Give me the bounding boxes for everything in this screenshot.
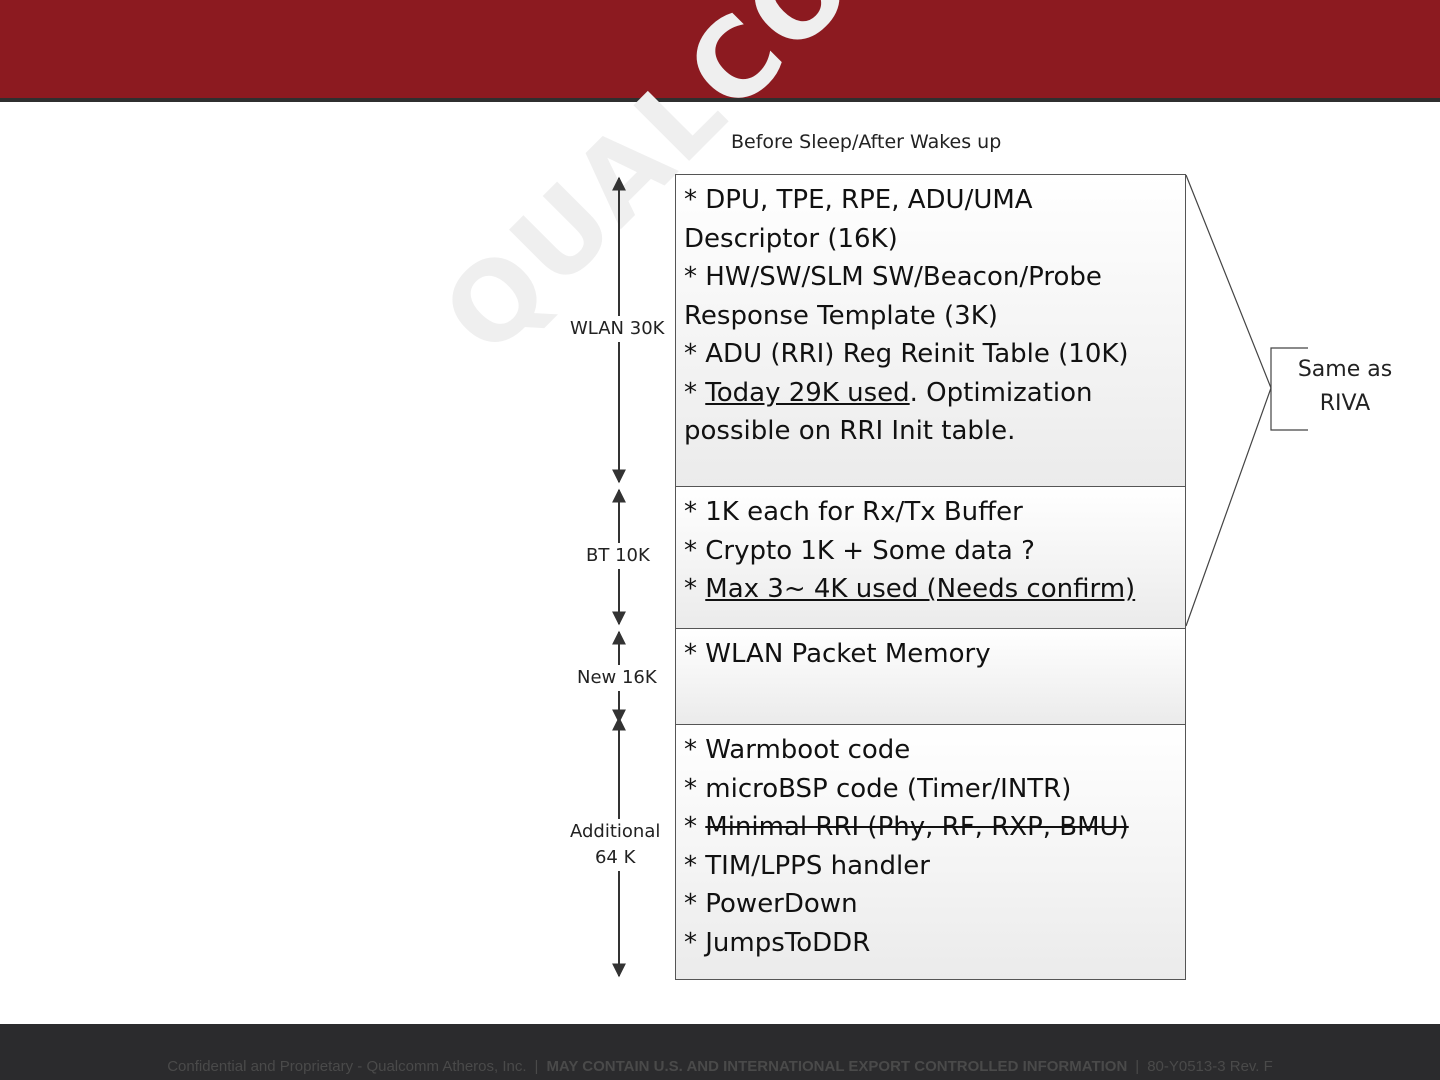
bt-size-label: BT 10K (586, 543, 650, 569)
footer-bar (0, 1024, 1440, 1080)
callout-line2: RIVA (1319, 391, 1371, 416)
bt-memory-block: * 1K each for Rx/Tx Buffer * Crypto 1K +… (675, 486, 1186, 629)
footer-text: Confidential and Proprietary - Qualcomm … (0, 1058, 1440, 1075)
footer-export-notice: MAY CONTAIN U.S. AND INTERNATIONAL EXPOR… (546, 1058, 1128, 1075)
additional-line: * microBSP code (Timer/INTR) (684, 773, 1072, 804)
bt-line: * Crypto 1K + Some data ? (684, 535, 1035, 566)
additional-size-label: Additional 64 K (570, 819, 661, 871)
wlan-usage-underlined: Today 29K used (705, 377, 910, 408)
struck-item: Minimal RRI (Phy, RF, RXP, BMU) (705, 812, 1129, 842)
additional-size-label-line2: 64 K (594, 847, 636, 868)
diagram-title: Before Sleep/After Wakes up (731, 131, 1002, 153)
wlan-line: * Today 29K used. Optimization (684, 374, 1185, 413)
additional-line-prefix: * (684, 812, 706, 842)
footer-confidential: Confidential and Proprietary - Qualcomm … (167, 1058, 527, 1075)
bt-line-prefix: * (684, 574, 706, 604)
new-size-label: New 16K (577, 665, 657, 691)
footer-separator: | (1135, 1058, 1140, 1075)
footer-separator: | (534, 1058, 539, 1075)
additional-size-label-line1: Additional (570, 821, 661, 842)
additional-line: * Minimal RRI (Phy, RF, RXP, BMU) (684, 808, 1185, 847)
header-bar (0, 0, 1440, 102)
bt-line: * Max 3~ 4K used (Needs confirm) (684, 570, 1185, 609)
bt-usage-underlined: Max 3~ 4K used (Needs confirm) (705, 574, 1136, 604)
wlan-size-label: WLAN 30K (570, 316, 665, 342)
callout-wedge (1185, 174, 1272, 627)
additional-memory-block: * Warmboot code * microBSP code (Timer/I… (675, 724, 1186, 980)
footer-doc-number: 80-Y0513-3 Rev. F (1147, 1058, 1273, 1075)
wlan-line: * HW/SW/SLM SW/Beacon/Probe (684, 262, 1102, 292)
wlan-line: * ADU (RRI) Reg Reinit Table (10K) (684, 339, 1129, 369)
callout-bracket (1270, 347, 1308, 431)
wlan-line: Descriptor (16K) (684, 223, 898, 254)
wlan-memory-block: * DPU, TPE, RPE, ADU/UMA Descriptor (16K… (675, 174, 1186, 487)
additional-line: * JumpsToDDR (684, 927, 871, 958)
wlan-line-prefix: * (684, 377, 706, 408)
wlan-line: possible on RRI Init table. (684, 416, 1016, 446)
wlan-line: * DPU, TPE, RPE, ADU/UMA (684, 185, 1033, 215)
same-as-riva-callout: Same as RIVA (1280, 353, 1410, 421)
wlan-line-suffix: . Optimization (909, 377, 1093, 408)
wlan-line: Response Template (3K) (684, 300, 998, 331)
new-line: * WLAN Packet Memory (684, 639, 991, 669)
additional-line: * TIM/LPPS handler (684, 850, 930, 881)
additional-line: * PowerDown (684, 889, 858, 919)
additional-line: * Warmboot code (684, 735, 911, 765)
bt-line: * 1K each for Rx/Tx Buffer (684, 497, 1023, 527)
new-memory-block: * WLAN Packet Memory (675, 628, 1186, 725)
callout-line1: Same as (1297, 357, 1393, 382)
